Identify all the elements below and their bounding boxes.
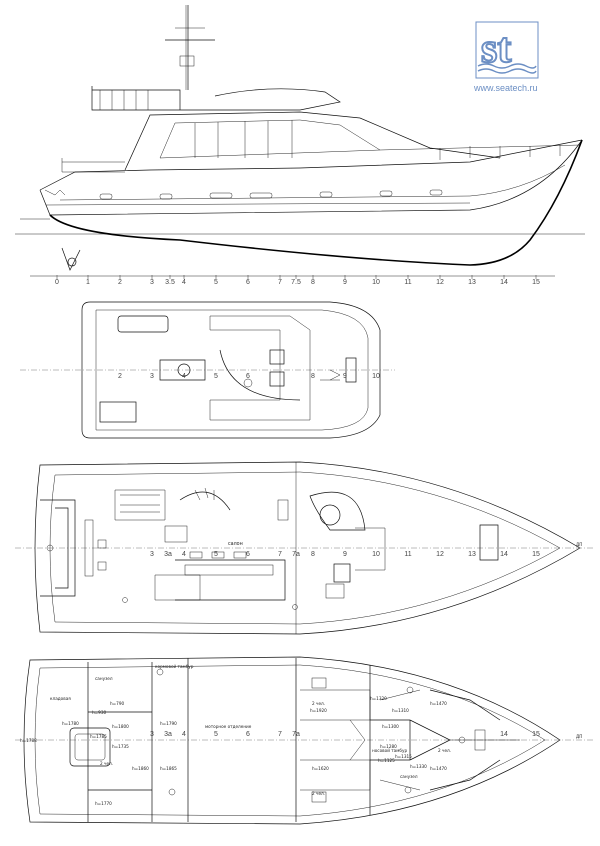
logo-site-url: www.seatech.ru bbox=[473, 83, 538, 93]
main-frame-label-0: 3 bbox=[150, 551, 154, 558]
main-frame-label-5: 7 bbox=[278, 551, 282, 558]
profile-frame-label-8: 7 bbox=[278, 279, 282, 286]
profile-frame-label-0: 0 bbox=[55, 279, 59, 286]
logo-letters: st bbox=[481, 26, 511, 72]
lower-frame-label-3: 5 bbox=[214, 731, 218, 738]
profile-frame-label-14: 12 bbox=[436, 279, 444, 286]
fly-frame-label-6: 9 bbox=[343, 373, 347, 380]
label-engine-room: моторное отделение bbox=[205, 724, 252, 729]
label-h1790: h=1790 bbox=[160, 721, 177, 726]
fly-frame-label-2: 4 bbox=[182, 373, 186, 380]
main-frame-label-2: 4 bbox=[182, 551, 186, 558]
flybridge-plan-view: 2 3 4 5 6 8 9 10 bbox=[20, 301, 395, 439]
seatech-logo: st www.seatech.ru bbox=[473, 21, 539, 93]
main-frame-label-7: 8 bbox=[311, 551, 315, 558]
label-h1785: h=1785 bbox=[90, 734, 107, 739]
profile-frame-label-15: 13 bbox=[468, 279, 476, 286]
fly-frame-label-5: 8 bbox=[311, 373, 315, 380]
lower-deck-plan-view: санузел h=790 h=930 кормовой тамбур h=17… bbox=[15, 656, 595, 825]
profile-frame-label-12: 10 bbox=[372, 279, 380, 286]
label-h790: h=790 bbox=[110, 701, 124, 706]
label-h1300: h=1300 bbox=[382, 724, 399, 729]
profile-frame-label-3: 3 bbox=[150, 279, 154, 286]
centerline-label-main: ДП bbox=[576, 542, 582, 547]
fly-frame-label-7: 10 bbox=[372, 373, 380, 380]
profile-frame-label-4: 3.5 bbox=[165, 279, 175, 286]
lower-frame-label-7: 14 bbox=[500, 731, 508, 738]
main-frame-label-12: 13 bbox=[468, 551, 476, 558]
profile-frame-label-16: 14 bbox=[500, 279, 508, 286]
label-forward-lobby: носовой тамбур bbox=[372, 748, 407, 753]
label-salon: салон bbox=[228, 542, 243, 547]
label-h1470-b: h=1470 bbox=[430, 766, 447, 771]
label-h1860: h=1860 bbox=[132, 766, 149, 771]
label-h1310: h=1310 bbox=[392, 708, 409, 713]
main-deck-frame-scale: 3 3a 4 5 6 7 7a 8 9 10 11 12 13 14 15 bbox=[150, 551, 540, 558]
lower-deck-frame-scale: 3 3a 4 5 6 7 7a 14 15 bbox=[150, 731, 540, 738]
profile-frame-label-2: 2 bbox=[118, 279, 122, 286]
label-h1125: h=1125 bbox=[378, 758, 395, 763]
main-frame-label-1: 3a bbox=[164, 551, 172, 558]
main-frame-label-14: 15 bbox=[532, 551, 540, 558]
profile-frame-label-7: 6 bbox=[246, 279, 250, 286]
label-h1788: h=1788 bbox=[20, 738, 37, 743]
label-cabin-aft: 2 чел. bbox=[100, 761, 113, 766]
profile-frame-label-10: 8 bbox=[311, 279, 315, 286]
fly-frame-label-3: 5 bbox=[214, 373, 218, 380]
main-deck-plan-view: салон ДП 3 3a 4 5 6 7 7a 8 9 10 11 12 13 14 15 bbox=[15, 461, 595, 635]
profile-frame-label-1: 1 bbox=[86, 279, 90, 286]
fly-frame-label-4: 6 bbox=[246, 373, 250, 380]
label-sanuzel-fwd: санузел bbox=[400, 774, 418, 779]
lower-frame-label-4: 6 bbox=[246, 731, 250, 738]
profile-frame-label-5: 4 bbox=[182, 279, 186, 286]
label-h1865: h=1865 bbox=[160, 766, 177, 771]
label-h1780: h=1780 bbox=[62, 721, 79, 726]
label-cabin-starboard: 2 чел. bbox=[312, 701, 325, 706]
label-h930: h=930 bbox=[92, 710, 106, 715]
centerline-label-lower: ДП bbox=[576, 734, 582, 739]
main-frame-label-10: 11 bbox=[404, 551, 411, 558]
label-h1800: h=1800 bbox=[112, 724, 129, 729]
main-frame-label-9: 10 bbox=[372, 551, 380, 558]
lower-frame-label-2: 4 bbox=[182, 731, 186, 738]
profile-frame-label-9: 7.5 bbox=[291, 279, 301, 286]
profile-frame-label-11: 9 bbox=[343, 279, 347, 286]
label-pantry: кладовая bbox=[50, 696, 71, 701]
main-frame-label-6: 7a bbox=[292, 551, 300, 558]
fly-frame-label-0: 2 bbox=[118, 373, 122, 380]
label-h1620: h=1620 bbox=[312, 766, 329, 771]
lower-frame-label-5: 7 bbox=[278, 731, 282, 738]
main-frame-label-4: 6 bbox=[246, 551, 250, 558]
main-frame-label-8: 9 bbox=[343, 551, 347, 558]
fly-frame-label-1: 3 bbox=[150, 373, 154, 380]
lower-frame-label-6: 7a bbox=[292, 731, 300, 738]
main-frame-label-11: 12 bbox=[436, 551, 444, 558]
main-frame-label-13: 14 bbox=[500, 551, 508, 558]
profile-frame-label-6: 5 bbox=[214, 279, 218, 286]
label-h1770: h=1770 bbox=[95, 801, 112, 806]
label-h1920: h=1920 bbox=[310, 708, 327, 713]
label-h1315: h=1315 bbox=[395, 754, 412, 759]
lower-frame-label-1: 3a bbox=[164, 731, 172, 738]
label-h1320: h=1320 bbox=[370, 696, 387, 701]
lower-frame-label-0: 3 bbox=[150, 731, 154, 738]
lower-frame-label-8: 15 bbox=[532, 731, 540, 738]
label-h1735: h=1735 bbox=[112, 744, 129, 749]
label-cabin-port: 2 чел. bbox=[312, 791, 325, 796]
profile-frame-label-13: 11 bbox=[404, 279, 411, 286]
main-frame-label-3: 5 bbox=[214, 551, 218, 558]
label-sanuzel-top: санузел bbox=[95, 676, 113, 681]
profile-frame-label-17: 15 bbox=[532, 279, 540, 286]
label-aft-lobby: кормовой тамбур bbox=[155, 664, 194, 669]
label-h1330: h=1330 bbox=[410, 764, 427, 769]
label-h1280: h=1280 bbox=[380, 744, 397, 749]
flybridge-frame-scale: 2 3 4 5 6 8 9 10 bbox=[118, 373, 380, 380]
label-h1470-a: h=1470 bbox=[430, 701, 447, 706]
label-cabin-bow: 2 чел. bbox=[438, 748, 451, 753]
